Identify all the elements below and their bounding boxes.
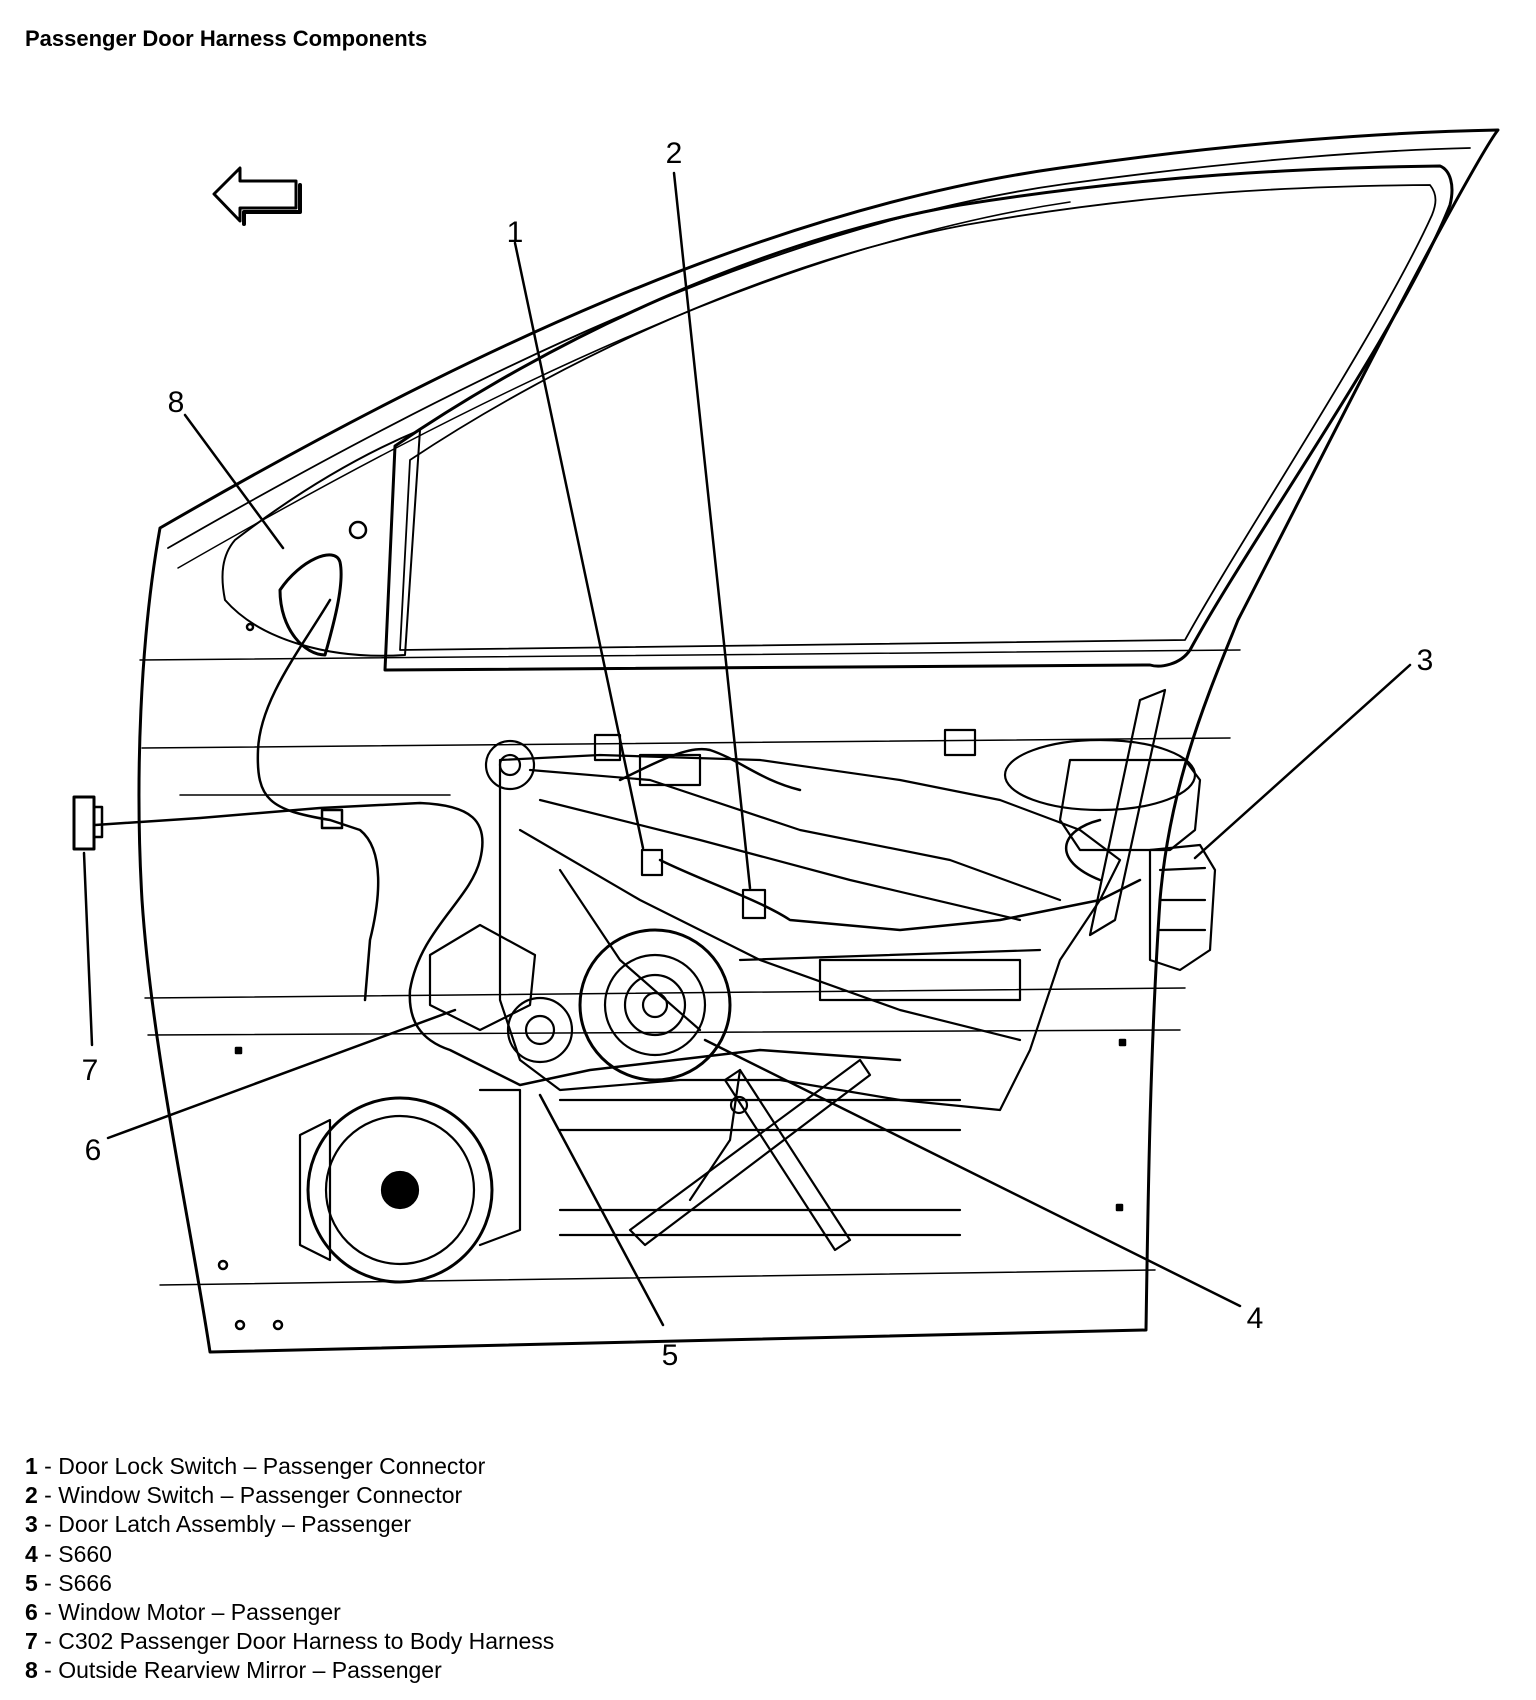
leader-line-7 xyxy=(82,851,94,1047)
legend-item: 1 - Door Lock Switch – Passenger Connect… xyxy=(25,1453,486,1479)
direction-arrow-icon xyxy=(212,166,302,226)
callout-5: 5 xyxy=(662,1339,679,1372)
legend-item: 3 - Door Latch Assembly – Passenger xyxy=(25,1511,412,1538)
leader-line-5 xyxy=(538,1093,665,1327)
leader-lines xyxy=(82,171,1412,1327)
callout-4: 4 xyxy=(1247,1302,1264,1335)
leader-line-2 xyxy=(672,171,752,890)
door-wiring-harness xyxy=(72,598,1142,1087)
legend-item: 5 - S666 xyxy=(25,1569,112,1596)
leader-line-1 xyxy=(513,241,645,850)
callout-1: 1 xyxy=(507,216,524,249)
callout-6: 6 xyxy=(85,1134,102,1167)
legend-item: 4 - S660 xyxy=(25,1540,112,1567)
window-regulator-assembly xyxy=(298,688,1217,1284)
callout-3: 3 xyxy=(1417,644,1434,677)
callout-2: 2 xyxy=(666,137,683,170)
page-title: Passenger Door Harness Components xyxy=(25,26,428,51)
door-shell xyxy=(137,128,1500,1354)
component-legend: 1 - Door Lock Switch – Passenger Connect… xyxy=(25,1452,554,1686)
legend-item: 6 - Window Motor – Passenger xyxy=(25,1599,341,1626)
leader-line-6 xyxy=(106,1008,457,1140)
leader-line-4 xyxy=(703,1038,1242,1308)
legend-item: 7 - C302 Passenger Door Harness to Body … xyxy=(25,1628,555,1655)
legend-item: 8 - Outside Rearview Mirror – Passenger xyxy=(25,1657,442,1684)
callout-8: 8 xyxy=(168,386,185,419)
leader-line-3 xyxy=(1193,663,1412,860)
legend-item: 2 - Window Switch – Passenger Connector xyxy=(25,1482,463,1509)
callout-7: 7 xyxy=(82,1054,99,1087)
door-harness-diagram: 1 2 3 4 5 6 7 8 xyxy=(72,128,1500,1372)
leader-line-8 xyxy=(183,413,285,550)
